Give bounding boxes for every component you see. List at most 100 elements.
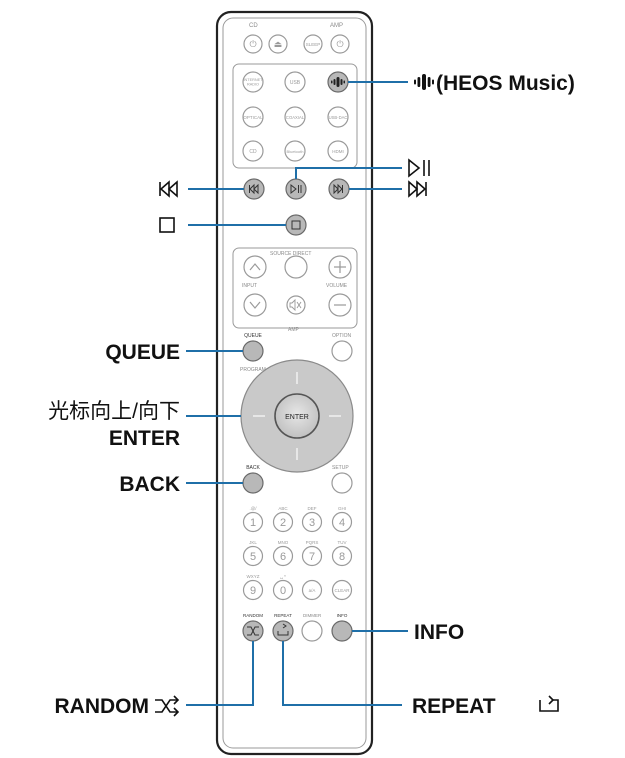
keypad-letters: ABC	[278, 506, 288, 511]
amp-label: AMP	[288, 327, 300, 333]
plus-icon	[334, 261, 346, 273]
amp-section-label: AMP	[330, 23, 343, 29]
random-button[interactable]	[242, 620, 264, 642]
heos-button[interactable]	[327, 71, 349, 93]
keypad-button-0[interactable]: 0␣ *	[272, 574, 294, 601]
coaxial-button[interactable]: COAXIAL	[284, 106, 306, 128]
queue-button[interactable]	[242, 340, 264, 362]
heos-icon	[414, 74, 434, 90]
repeat-icon	[277, 623, 289, 636]
cd-button[interactable]: CD	[242, 140, 264, 162]
optical-label: OPTICAL	[243, 115, 263, 120]
usb-button[interactable]: USB	[284, 71, 306, 93]
keypad-letters: GHI	[338, 506, 346, 511]
enter-callout: ENTER	[109, 427, 180, 450]
keypad-letters: WXYZ	[247, 574, 260, 579]
input-label: INPUT	[242, 283, 257, 289]
play-pause-button[interactable]	[285, 178, 307, 200]
queue-callout: QUEUE	[105, 341, 180, 364]
keypad-number: 6	[280, 551, 286, 563]
internet-radio-button[interactable]: INTERNET RADIO	[242, 71, 264, 93]
coaxial-label: COAXIAL	[286, 115, 305, 120]
usb-dac-button[interactable]: USB-DAC	[327, 106, 349, 128]
repeat-leader	[282, 641, 402, 706]
enter-button-label: ENTER	[285, 414, 309, 421]
optical-button[interactable]: OPTICAL	[242, 106, 264, 128]
keypad-button-clear[interactable]: CLEAR	[331, 579, 353, 601]
volume-block	[232, 247, 358, 329]
keypad-number: 1	[250, 517, 256, 529]
svg-text:INTERNET: INTERNET	[244, 78, 264, 82]
option-button[interactable]	[331, 340, 353, 362]
random-callout: RANDOM	[55, 695, 180, 718]
keypad-letters: TUV	[338, 540, 347, 545]
play-pause-callout	[408, 158, 430, 178]
setup-label: SETUP	[332, 465, 349, 471]
heos-music-callout: (HEOS Music)	[414, 72, 575, 95]
dimmer-button[interactable]	[301, 620, 323, 642]
setup-button[interactable]	[331, 472, 353, 494]
queue-button-label: QUEUE	[244, 333, 262, 339]
power-amp-button[interactable]: ⏻	[330, 34, 350, 54]
play-pause-icon	[290, 183, 302, 195]
input-up-button[interactable]	[243, 255, 267, 279]
info-button[interactable]	[331, 620, 353, 642]
usb-dac-label: USB-DAC	[329, 115, 348, 120]
shuffle-icon	[155, 695, 180, 717]
repeat-callout-label: REPEAT	[412, 695, 496, 718]
input-down-button[interactable]	[243, 293, 267, 317]
stop-button[interactable]	[285, 214, 307, 236]
source-direct-button[interactable]	[284, 255, 308, 279]
previous-button[interactable]	[243, 178, 265, 200]
repeat-button[interactable]	[272, 620, 294, 642]
cd-label: CD	[249, 149, 257, 155]
keypad-button-9[interactable]: 9 WXYZ	[242, 574, 264, 601]
sleep-label: SLEEP	[306, 42, 321, 47]
chevron-up-icon	[249, 263, 261, 271]
volume-down-button[interactable]	[328, 293, 352, 317]
sleep-button[interactable]: SLEEP	[303, 34, 323, 54]
power-icon: ⏻	[336, 39, 343, 49]
heos-music-label: (HEOS Music)	[436, 72, 575, 95]
repeat-icon	[539, 695, 559, 712]
program-label: PROGRAM	[240, 367, 266, 373]
hdmi-label: HDMI	[332, 149, 344, 154]
stop-callout	[159, 217, 175, 233]
enter-button[interactable]: ENTER	[274, 393, 320, 439]
keypad-button-aa[interactable]: a/A	[301, 579, 323, 601]
volume-up-button[interactable]	[328, 255, 352, 279]
option-label: OPTION	[332, 333, 352, 339]
repeat-callout: REPEAT	[412, 695, 559, 718]
heos-icon	[331, 77, 345, 87]
eject-button[interactable]: ⏏	[268, 34, 288, 54]
keypad-number: 9	[250, 585, 256, 597]
chevron-down-icon	[249, 301, 261, 309]
back-button[interactable]	[242, 472, 264, 494]
keypad-letters: DEF	[308, 506, 317, 511]
hdmi-button[interactable]: HDMI	[327, 140, 349, 162]
power-cd-button[interactable]: ⏻	[243, 34, 263, 54]
next-button[interactable]	[328, 178, 350, 200]
bluetooth-button[interactable]: Bluetooth	[284, 140, 306, 162]
keypad-number: 0	[280, 585, 286, 597]
random-callout-label: RANDOM	[55, 695, 150, 718]
cursor-callout: 光标向上/向下	[48, 400, 180, 423]
eject-icon: ⏏	[274, 39, 283, 49]
keypad-number: 7	[309, 551, 315, 563]
volume-label: VOLUME	[326, 283, 348, 289]
leader-lines	[186, 81, 408, 706]
keypad-button-1[interactable]: 1.@/	[242, 506, 264, 533]
power-icon: ⏻	[249, 39, 256, 49]
mute-button[interactable]	[286, 295, 306, 315]
keypad-number: a/A	[309, 588, 316, 593]
next-icon	[333, 183, 343, 195]
